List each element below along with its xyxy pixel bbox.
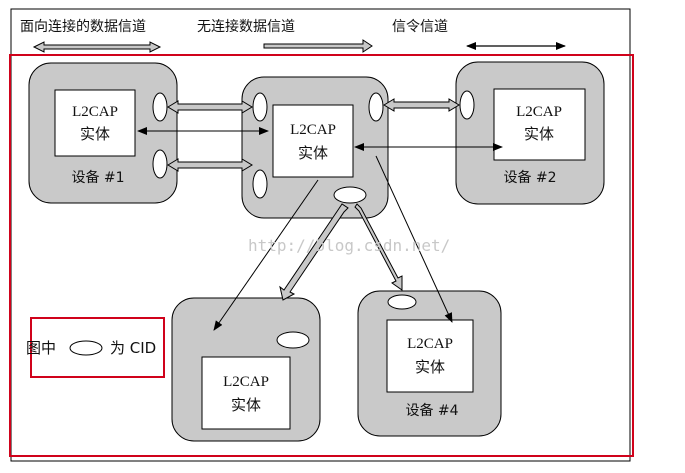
cid-ellipse	[152, 149, 168, 179]
cid-ellipse	[459, 90, 475, 120]
connection-oriented-channel	[167, 98, 460, 172]
cid-ellipse	[333, 186, 367, 204]
signaling-channels	[137, 127, 503, 331]
cid-ellipse	[276, 331, 310, 349]
entity-line1: L2CAP	[407, 336, 453, 352]
cid-ellipse	[252, 169, 268, 199]
entity-line1: L2CAP	[516, 104, 562, 120]
cid-legend: 图中 为 CID	[26, 317, 165, 378]
l2cap-entity-box	[272, 104, 354, 178]
highlight-frame	[9, 54, 634, 457]
l2cap-entity-box	[54, 89, 136, 157]
device-4: L2CAP 实体 设备 #4	[357, 290, 502, 437]
entity-line2: 实体	[415, 358, 445, 376]
cid-ellipse	[252, 92, 268, 122]
device-1: L2CAP 实体 设备 #1	[28, 62, 178, 204]
entity-line2: 实体	[298, 144, 328, 162]
l2cap-entity-box	[386, 319, 474, 393]
device-2: L2CAP 实体 设备 #2	[455, 61, 605, 205]
legend-connectionless: 无连接数据信道	[197, 18, 295, 35]
device-label: 设备 #2	[503, 169, 556, 186]
cid-legend-suffix: 为 CID	[110, 339, 156, 357]
l2cap-entity-box	[493, 88, 586, 161]
device-label: 设备 #4	[405, 402, 458, 419]
cid-legend-prefix: 图中	[26, 339, 56, 357]
cid-ellipse	[368, 92, 384, 122]
entity-line1: L2CAP	[72, 104, 118, 120]
cid-ellipse	[387, 294, 417, 310]
entity-line2: 实体	[231, 396, 261, 414]
entity-line2: 实体	[80, 125, 110, 143]
legend-connection-oriented: 面向连接的数据信道	[20, 18, 146, 35]
device-central: L2CAP 实体	[241, 76, 389, 219]
double-block-arrow-icon	[32, 41, 162, 53]
device-3: L2CAP 实体	[171, 297, 321, 442]
legend-signaling: 信令信道	[392, 19, 448, 35]
device-label: 设备 #1	[71, 169, 124, 186]
connectionless-channels	[279, 203, 403, 301]
cid-ellipse-icon	[69, 340, 103, 356]
entity-line1: L2CAP	[223, 374, 269, 390]
l2cap-entity-box	[201, 356, 291, 430]
entity-line1: L2CAP	[290, 122, 336, 138]
watermark: http://blog.csdn.net/	[248, 236, 450, 255]
single-block-arrow-icon	[263, 39, 373, 53]
cid-ellipse	[152, 92, 168, 122]
entity-line2: 实体	[524, 125, 554, 143]
